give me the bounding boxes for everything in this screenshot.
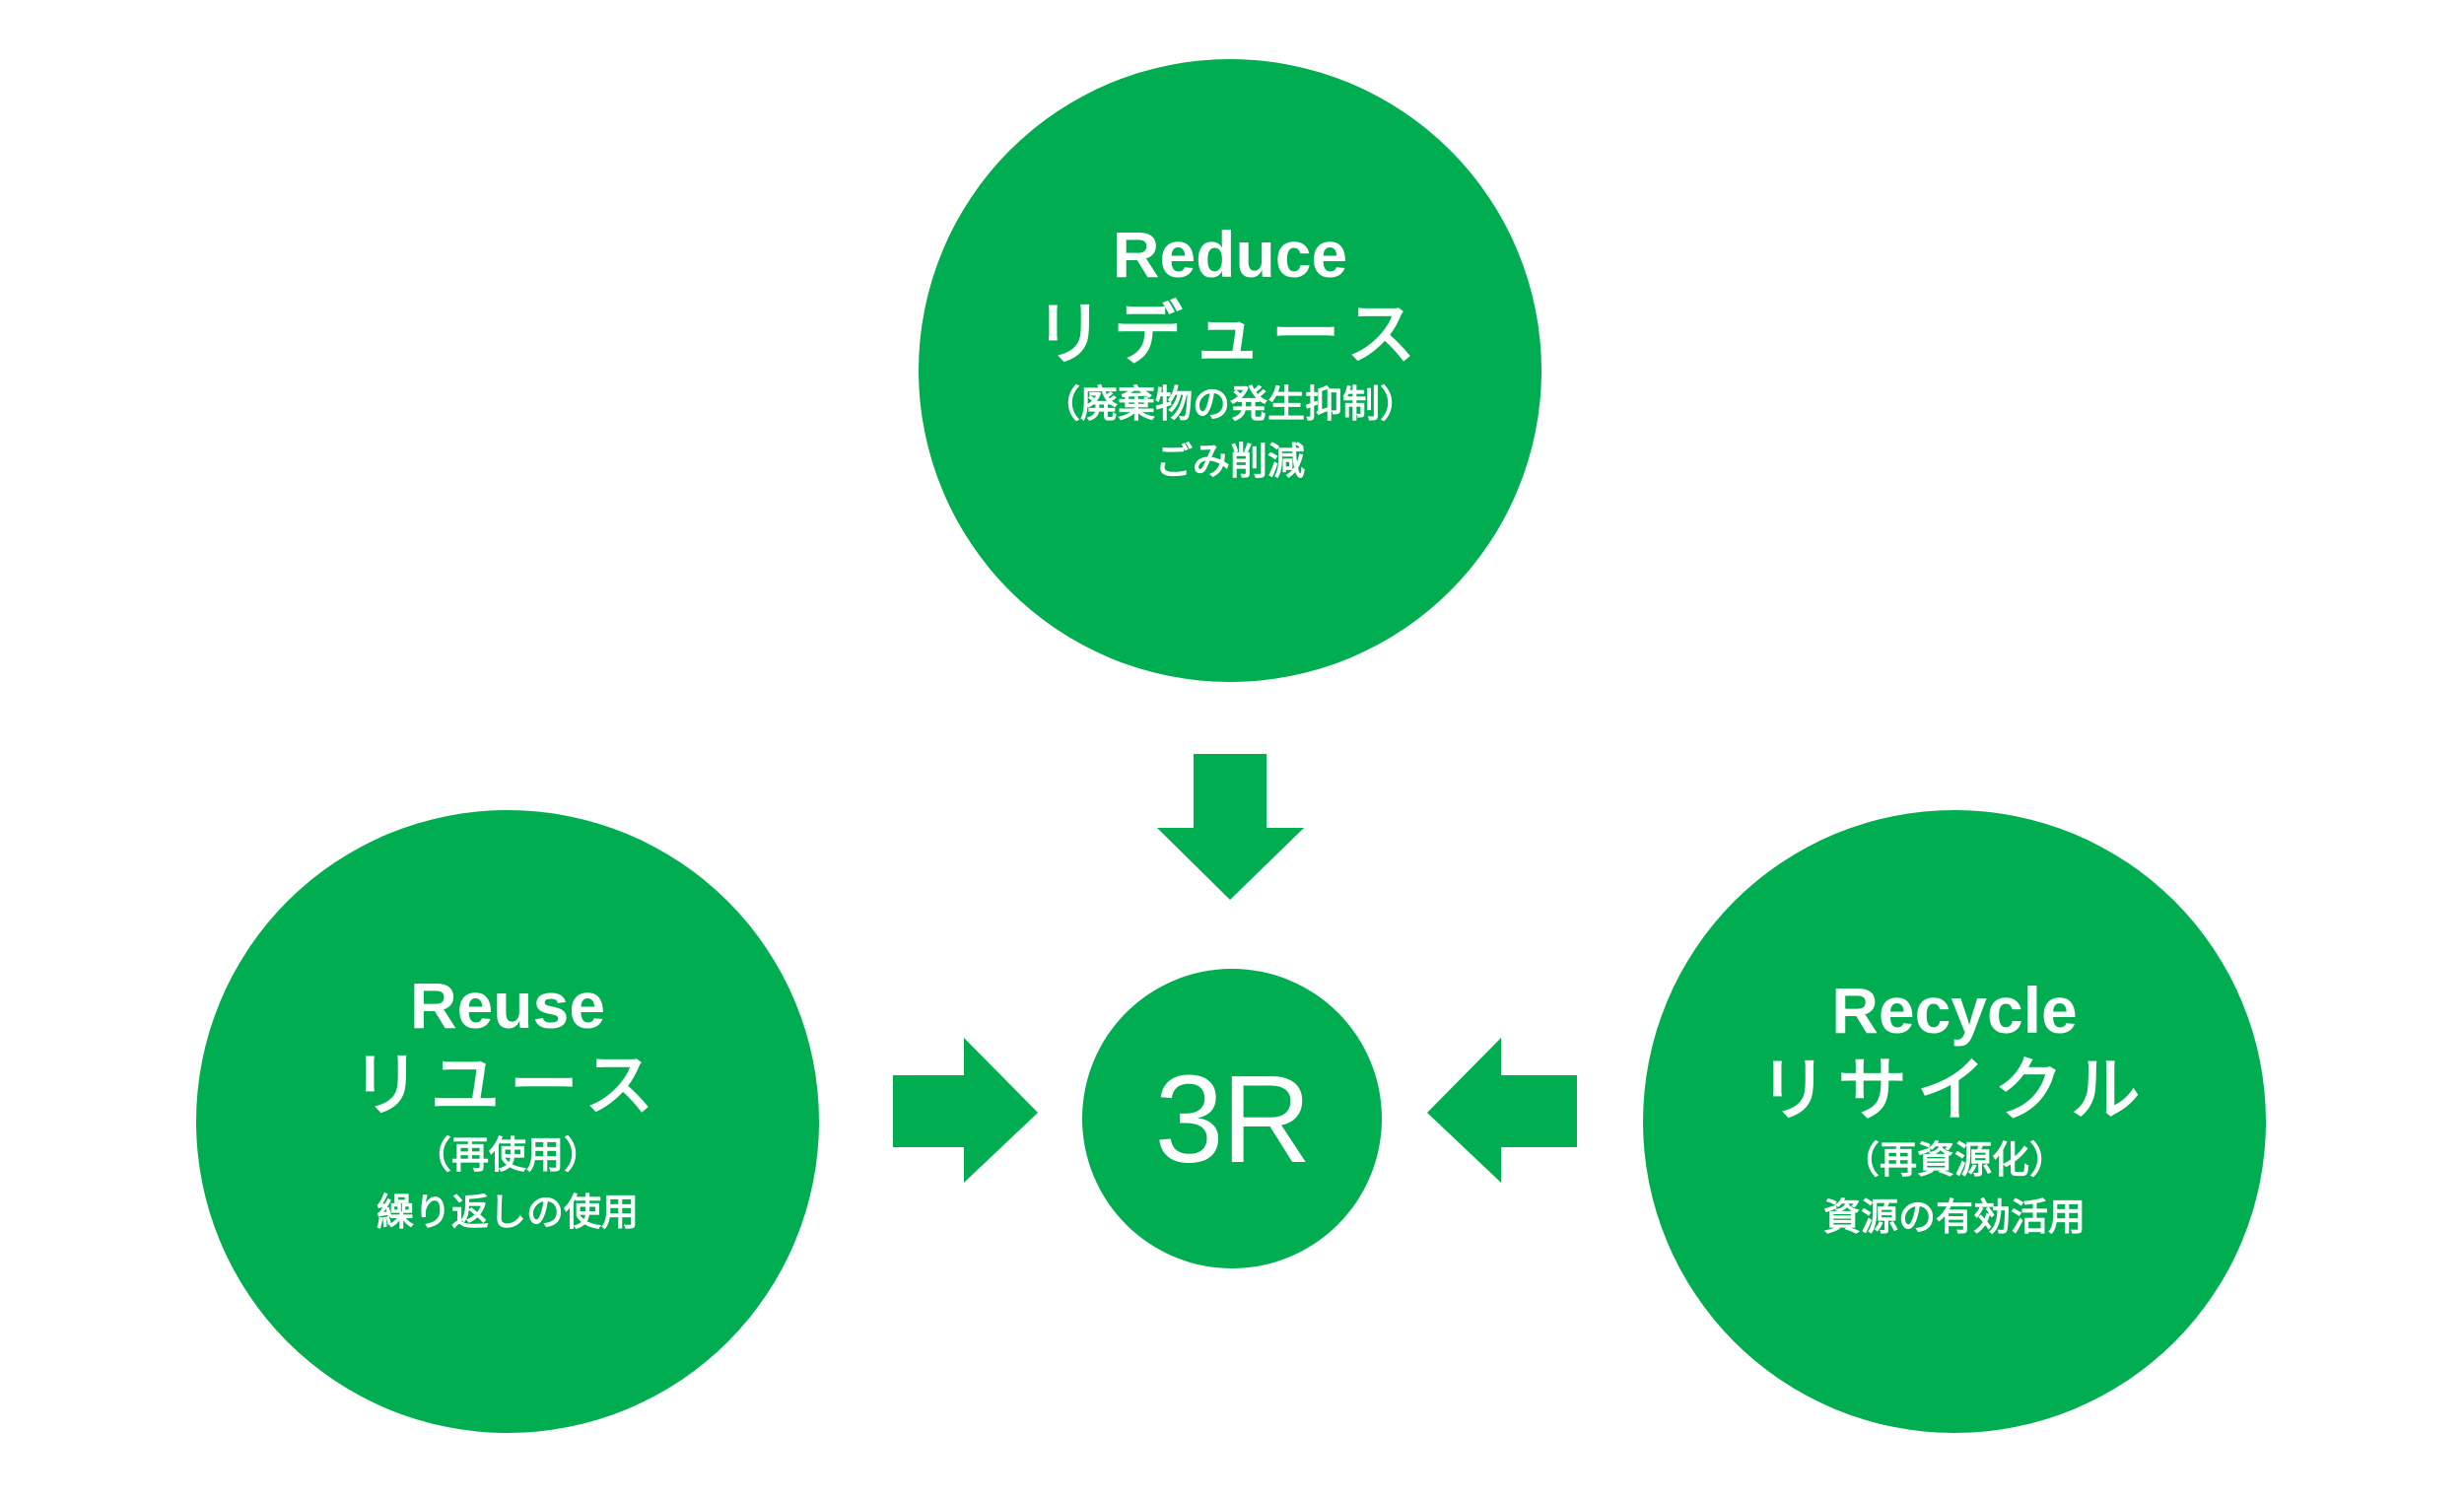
reuse-title-ja: リユース xyxy=(351,1045,664,1125)
reduce-circle: Reduce リデュース （廃棄物の発生抑制） ごみ削減 xyxy=(919,59,1541,682)
reuse-circle: Reuse リユース （再使用） 繰り返しの使用 xyxy=(196,810,819,1433)
recycle-subtitle: （再資源化） xyxy=(1841,1138,2067,1182)
reduce-title-ja: リデュース xyxy=(1034,294,1426,375)
recycle-title-ja: リサイクル xyxy=(1758,1050,2151,1130)
recycle-text-block: Recycle リサイクル （再資源化） 資源の有効活用 xyxy=(1759,972,2151,1246)
reduce-description: ごみ削減 xyxy=(1154,440,1305,483)
arrow-left-icon xyxy=(1427,1038,1577,1183)
reuse-description: 繰り返しの使用 xyxy=(376,1191,639,1234)
arrow-right-icon xyxy=(893,1038,1038,1183)
center-3r-circle: 3R xyxy=(1082,969,1382,1268)
reuse-text-block: Reuse リユース （再使用） 繰り返しの使用 xyxy=(352,967,664,1241)
reduce-title-en: Reduce xyxy=(1112,218,1348,291)
reduce-text-block: Reduce リデュース （廃棄物の発生抑制） ごみ削減 xyxy=(1035,216,1426,490)
reuse-title-en: Reuse xyxy=(409,969,606,1042)
recycle-circle: Recycle リサイクル （再資源化） 資源の有効活用 xyxy=(1643,810,2266,1433)
reduce-subtitle: （廃棄物の発生抑制） xyxy=(1042,382,1417,426)
arrow-down-icon xyxy=(1157,754,1304,900)
recycle-description: 資源の有効活用 xyxy=(1822,1195,2086,1239)
reuse-subtitle: （再使用） xyxy=(413,1133,601,1177)
recycle-title-en: Recycle xyxy=(1831,974,2078,1047)
center-3r-label: 3R xyxy=(1154,1049,1311,1189)
